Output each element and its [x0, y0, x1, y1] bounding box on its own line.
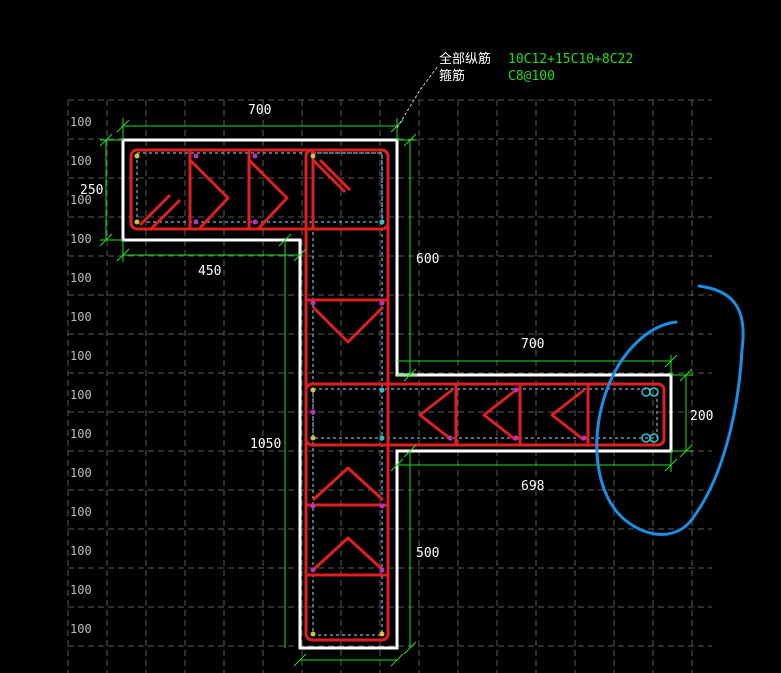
- rebar-point: [379, 435, 385, 441]
- rebar-point: [310, 409, 316, 415]
- stirrup-guides: [136, 152, 658, 636]
- rebar-point: [193, 153, 199, 159]
- hook: [148, 198, 182, 232]
- annotation-stirrup-value: C8@100: [508, 69, 555, 84]
- rebar-point: [379, 219, 385, 225]
- grid-label-row: 100: [70, 310, 92, 324]
- rebar-point: [310, 435, 316, 441]
- dim-left-height: 250: [80, 183, 103, 198]
- rebar-point: [513, 435, 519, 441]
- annotation-longitudinal-value: 10C12+15C10+8C22: [508, 52, 633, 67]
- rebar-point: [252, 153, 258, 159]
- hook: [311, 158, 347, 194]
- rebar-point: [379, 503, 385, 509]
- hook: [138, 193, 172, 227]
- hook: [482, 388, 517, 442]
- hook: [318, 158, 352, 192]
- hook: [311, 536, 385, 572]
- grid-label-row: 100: [70, 232, 92, 246]
- arm-stirrup[interactable]: [304, 382, 666, 447]
- grid-label-row: 100: [70, 388, 92, 402]
- rebar-annotation: 全部纵筋 10C12+15C10+8C22 箍筋 C8@100: [439, 51, 633, 84]
- hook: [188, 158, 230, 230]
- hook: [311, 466, 385, 502]
- rebar-point: [379, 567, 385, 573]
- rebar-point: [379, 631, 385, 637]
- dim-web-lower: 500: [416, 546, 439, 561]
- hook: [418, 388, 453, 442]
- rebar-point: [513, 387, 519, 393]
- rebar-point: [134, 219, 140, 225]
- rebar-point: [310, 300, 316, 306]
- hook: [247, 158, 289, 230]
- grid-label-row: 100: [70, 466, 92, 480]
- section-outline[interactable]: [121, 138, 673, 650]
- rebar-point: [252, 219, 258, 225]
- grid-label-row: 100: [70, 271, 92, 285]
- grid-labels: 100 100 100 100 100 100 100 100 100 100 …: [70, 115, 92, 636]
- rebar-point: [134, 153, 140, 159]
- hook: [550, 388, 585, 442]
- rebar-point: [447, 435, 453, 441]
- dim-top-width: 700: [248, 103, 271, 118]
- hand-drawn-circle-markup[interactable]: [595, 284, 745, 536]
- rebar-stirrups[interactable]: [129, 148, 666, 642]
- rebar-point: [310, 503, 316, 509]
- rebar-point: [581, 435, 587, 441]
- rebar-point: [193, 219, 199, 225]
- grid-label-row: 100: [70, 544, 92, 558]
- rebar-bars: [134, 153, 587, 637]
- dimension-lines: [99, 118, 693, 667]
- dim-arm-bottom: 698: [521, 479, 544, 494]
- rebar-point: [379, 300, 385, 306]
- grid-label-row: 100: [70, 427, 92, 441]
- rebar-point: [310, 567, 316, 573]
- dimension-labels: 700 250 450 600 700 200 698 1050 500: [80, 103, 713, 561]
- grid-label-row: 100: [70, 193, 92, 207]
- grid-label-row: 100: [70, 349, 92, 363]
- end-bar-group: [641, 387, 659, 443]
- grid-label-row: 100: [70, 622, 92, 636]
- dim-web-total: 1050: [250, 437, 281, 452]
- grid-label-row: 100: [70, 115, 92, 129]
- rebar-point: [310, 387, 316, 393]
- dim-arm-top: 700: [521, 337, 544, 352]
- dim-arm-height: 200: [690, 409, 713, 424]
- dim-web-upper: 600: [416, 252, 439, 267]
- rebar-point: [310, 631, 316, 637]
- dim-flange-under: 450: [198, 264, 221, 279]
- annotation-longitudinal-label: 全部纵筋: [439, 51, 491, 67]
- grid-label-row: 100: [70, 505, 92, 519]
- hook: [311, 305, 385, 344]
- grid-label-row: 100: [70, 583, 92, 597]
- annotation-stirrup-label: 箍筋: [439, 68, 465, 84]
- grid-label-row: 100: [70, 154, 92, 168]
- rebar-point: [379, 387, 385, 393]
- rebar-point: [310, 153, 316, 159]
